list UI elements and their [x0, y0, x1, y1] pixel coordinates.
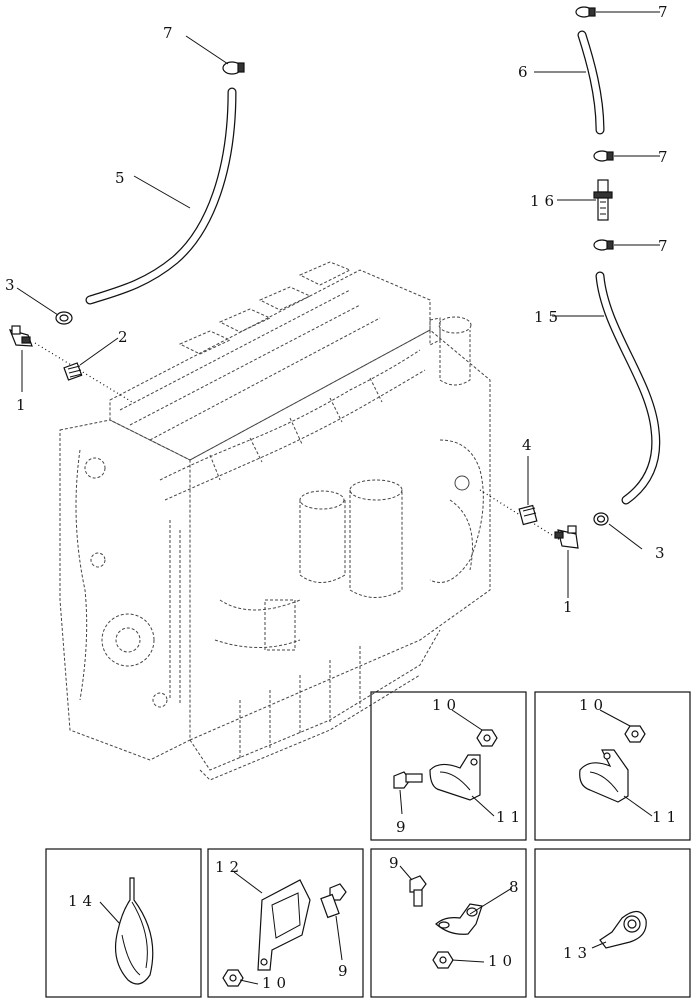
hose-5 [85, 87, 237, 305]
callout-5: 5 [115, 169, 130, 187]
callout-9: 9 [396, 818, 411, 836]
bolt-9-b [320, 883, 347, 919]
clip-11-b [579, 749, 629, 803]
detail-box-top-right [534, 691, 691, 841]
adapter-2 [63, 362, 83, 381]
detail-box-bottom-2 [207, 848, 364, 998]
hose-connector-16 [593, 179, 613, 221]
strap-14 [115, 877, 154, 985]
clip-13 [599, 910, 647, 949]
assembly-line-right [479, 489, 561, 541]
callout-9: 9 [338, 962, 353, 980]
bolt-9-a [393, 771, 423, 789]
hose-clamp-7-a [222, 61, 245, 75]
hose-clamp-7-d [593, 239, 614, 251]
hose-clamp-7-b [575, 6, 596, 18]
detail-box-bottom-4 [534, 848, 691, 998]
callout-10: 10 [579, 696, 608, 714]
nut-10-a [476, 729, 498, 747]
callout-12: 12 [215, 858, 244, 876]
nut-10-c [222, 969, 244, 987]
callout-11: 11 [496, 808, 525, 826]
clip-11-a [429, 754, 481, 801]
nut-10-b [624, 725, 646, 743]
callout-3: 3 [5, 276, 20, 294]
callout-1: 1 [16, 396, 31, 414]
clamp-ring-3-right [593, 512, 609, 526]
callout-6: 6 [518, 63, 533, 81]
hose-clamp-7-c [593, 150, 614, 162]
callout-7: 7 [658, 148, 673, 166]
callout-11: 11 [652, 808, 681, 826]
clip-8 [435, 903, 483, 935]
callout-10: 10 [488, 952, 517, 970]
detail-box-top-left [370, 691, 527, 841]
assembly-line-left [34, 342, 133, 403]
detail-box-bottom-3 [370, 848, 527, 998]
callout-9: 9 [389, 854, 404, 872]
callout-1: 1 [563, 598, 578, 616]
callout-10: 10 [432, 696, 461, 714]
callout-16: 16 [530, 192, 559, 210]
adapter-4 [518, 504, 538, 526]
fitting-1-right [554, 525, 579, 549]
callout-15: 15 [534, 308, 563, 326]
callout-8: 8 [509, 878, 524, 896]
callout-7: 7 [658, 237, 673, 255]
engine-block-illustration [59, 261, 491, 781]
nut-10-d [432, 951, 454, 969]
clamp-ring-3-left [55, 311, 73, 325]
bracket-12 [257, 879, 311, 971]
hose-15 [595, 271, 661, 505]
callout-7: 7 [163, 24, 178, 42]
bolt-9-c [409, 875, 427, 907]
hose-6 [577, 30, 605, 135]
detail-box-bottom-1 [45, 848, 202, 998]
leader-lines [16, 11, 660, 985]
callout-14: 14 [68, 892, 97, 910]
callout-3: 3 [655, 544, 670, 562]
fitting-1-left [8, 325, 33, 347]
callout-2: 2 [118, 328, 133, 346]
callout-13: 13 [563, 944, 592, 962]
callout-4: 4 [522, 436, 537, 454]
callout-10: 10 [262, 974, 291, 992]
callout-7: 7 [658, 3, 673, 21]
